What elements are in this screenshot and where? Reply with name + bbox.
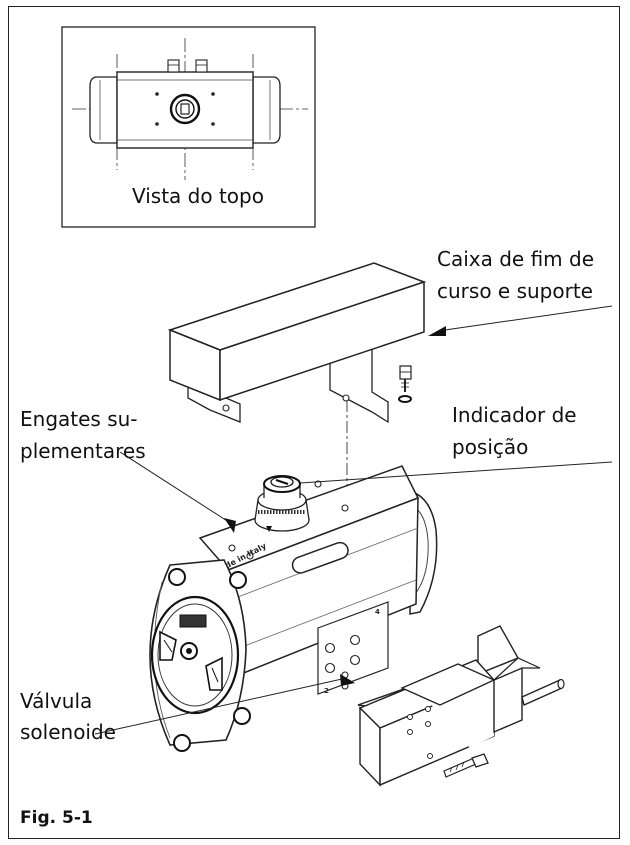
- port-number-2: 2: [324, 687, 329, 695]
- label-position-indicator-line2: posição: [452, 435, 529, 459]
- label-extra-couplings-line2: plementares: [20, 439, 146, 463]
- figure-number: Fig. 5-1: [20, 808, 93, 828]
- leader-lines: [94, 305, 613, 735]
- port-number-4: 4: [375, 608, 380, 616]
- label-extra-couplings-line1: Engates su-: [20, 407, 138, 431]
- label-solenoid-valve-line1: Válvula: [20, 689, 93, 713]
- solenoid-valve: 4 2: [317, 601, 565, 787]
- label-limit-switch-line1: Caixa de fim de: [437, 247, 595, 271]
- label-position-indicator-line1: Indicador de: [452, 403, 577, 427]
- figure-frame: [8, 6, 620, 839]
- leader-arrowheads: [224, 326, 446, 686]
- top-view-inset: [61, 26, 316, 228]
- label-limit-switch-line2: curso e suporte: [437, 279, 593, 303]
- position-indicator: [254, 475, 310, 532]
- actuator-body: Made in Italy: [149, 465, 438, 752]
- limit-switch-box: [167, 262, 427, 424]
- inset-caption: Vista do topo: [132, 184, 264, 208]
- label-solenoid-valve-line2: solenoide: [20, 720, 116, 744]
